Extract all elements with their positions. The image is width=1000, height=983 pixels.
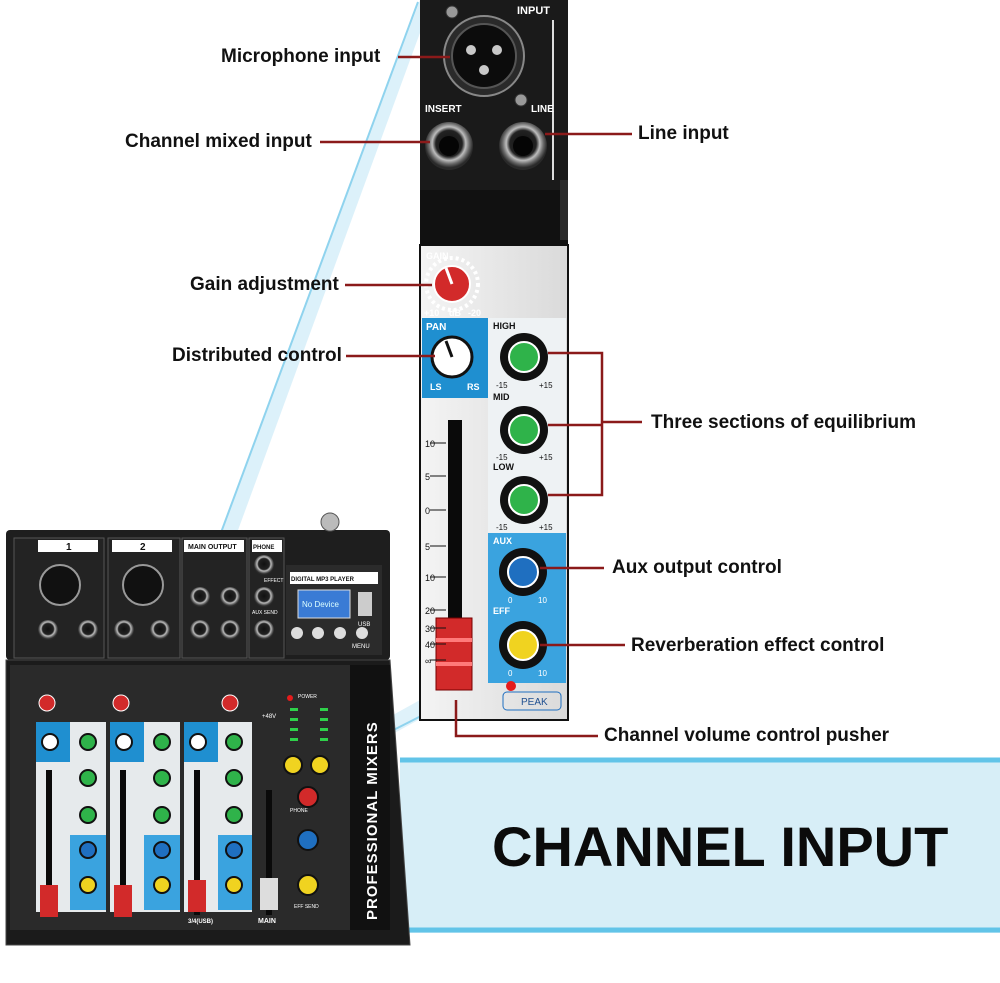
fader-scale-label: ∞ [425,656,431,666]
mixer-channel-1: 1 [66,542,72,553]
mixer-main-label: MAIN [258,918,276,925]
aux-max: 10 [538,596,547,605]
mixer-player-title: DIGITAL MP3 PLAYER [291,577,355,583]
gain-knob[interactable] [424,256,480,312]
mixer-brand: PROFESSIONAL MIXERS [364,721,381,920]
leader-lines [320,55,642,738]
xlr-input-jack[interactable] [443,15,525,97]
strip-gain-label: GAIN [426,251,449,261]
mixer-usb-channel-label: 3/4(USB) [188,919,213,925]
high-min: -15 [496,381,508,390]
banner-title: CHANNEL INPUT [492,815,949,878]
aux-min: 0 [508,596,513,605]
eff-max: 10 [538,669,547,678]
strip-line-label: LINE [531,104,554,115]
eq-mid-knob[interactable] [500,406,548,454]
eff-knob[interactable] [499,621,547,669]
eq-low-knob[interactable] [500,476,548,524]
fader-scale-label: 40 [425,640,435,650]
strip-low-label: LOW [493,462,514,472]
fader-scale-label: 20 [425,606,435,616]
low-max: +15 [539,523,553,532]
strip-pan-label: PAN [426,322,446,333]
mixer-menu-label: MENU [352,644,370,650]
line-jack[interactable] [499,122,547,170]
low-min: -15 [496,523,508,532]
pan-knob[interactable] [430,335,474,379]
channel-input-banner [400,757,1000,933]
eq-high-knob[interactable] [500,333,548,381]
peak-led [506,681,516,691]
fader-scale-ticks [430,442,446,661]
callout-reverberation-control: Reverberation effect control [631,635,885,656]
strip-insert-label: INSERT [425,104,462,115]
gain-max-label: -20 [468,308,481,318]
mixer-phantom-label: +48V [262,714,276,720]
fader-scale-label: 10 [425,573,435,583]
volume-fader-cap[interactable] [435,617,473,691]
insert-jack[interactable] [425,122,473,170]
callout-volume-pusher: Channel volume control pusher [604,725,890,746]
strip-input-label: INPUT [517,5,550,17]
strip-eff-label: EFF [493,606,511,616]
mixer-channel-2: 2 [140,542,146,553]
mixer-main-output: MAIN OUTPUT [188,544,237,551]
callout-aux-output-control: Aux output control [612,557,782,578]
mid-min: -15 [496,453,508,462]
mid-max: +15 [539,453,553,462]
strip-peak-label: PEAK [521,697,548,708]
strip-aux-label: AUX [493,536,512,546]
channel-strip: INPUT INSERT LINE GAIN +10 dB -20 PAN LS… [419,0,569,721]
mixer-phone: PHONE [253,545,274,551]
pan-right-label: RS [467,382,480,392]
mixer-usb-label: USB [358,622,370,628]
eff-min: 0 [508,669,513,678]
callout-line-input: Line input [638,123,729,144]
mixer-photo [5,512,411,946]
fader-scale: 10 5 0 5 10 20 30 40 ∞ [425,439,435,666]
fader-scale-label: 30 [425,624,435,634]
aux-knob[interactable] [499,548,547,596]
fader-scale-label: 0 [425,506,430,516]
mixer-eff-send-label: EFF SEND [294,904,319,910]
gain-unit-label: dB [449,308,461,318]
fader-scale-label: 10 [425,439,435,449]
mixer-effect-label: EFFECT [264,578,283,584]
mixer-phone-knob-label: PHONE [290,808,308,814]
callout-three-sections: Three sections of equilibrium [651,412,916,433]
strip-mid-label: MID [493,392,510,402]
mixer-player-screen: No Device [302,600,339,609]
callout-channel-mixed-input: Channel mixed input [125,131,312,152]
high-max: +15 [539,381,553,390]
strip-high-label: HIGH [493,321,516,331]
gain-min-label: +10 [424,308,439,318]
pan-left-label: LS [430,382,442,392]
mixer-aux-send-label: AUX SEND [252,610,278,616]
callout-microphone-input: Microphone input [221,46,381,67]
fader-scale-label: 5 [425,472,430,482]
callout-distributed-control: Distributed control [172,345,342,366]
fader-scale-label: 5 [425,542,430,552]
callout-gain-adjustment: Gain adjustment [190,274,339,295]
mixer-power-label: POWER [298,694,317,700]
